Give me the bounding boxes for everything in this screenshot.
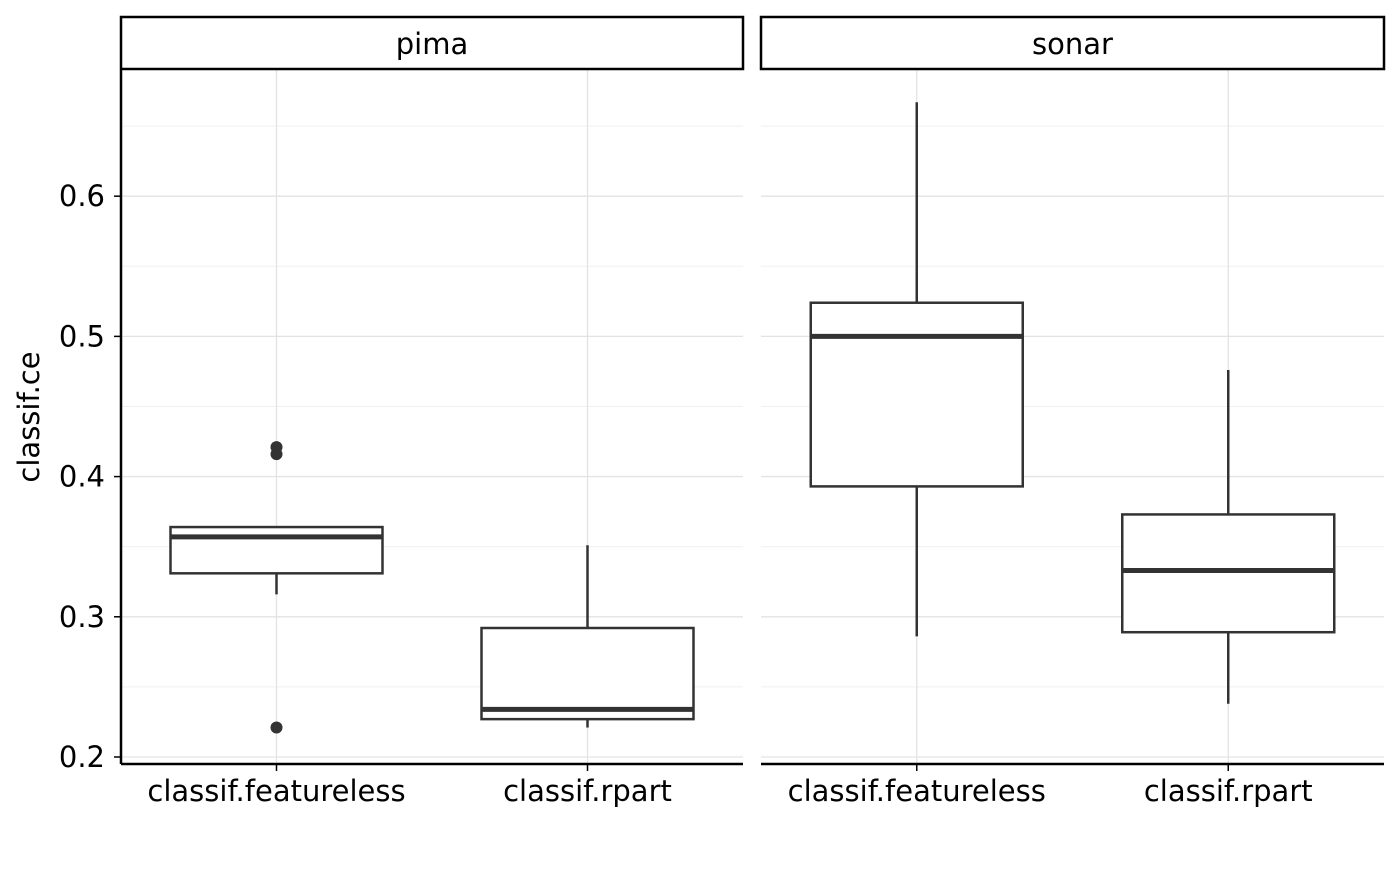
box-iqr	[809, 301, 1024, 488]
facet-strip	[119, 15, 745, 71]
box-iqr	[169, 525, 384, 575]
outlier-point	[270, 441, 283, 454]
y-tick-label: 0.5	[59, 319, 105, 353]
box-sonar-classif.featureless	[809, 102, 1024, 637]
y-tick-label: 0.6	[59, 179, 105, 213]
x-tick-label: classif.rpart	[503, 774, 672, 808]
axis-layer	[114, 15, 1386, 771]
box-iqr	[480, 626, 695, 721]
box-pima-classif.rpart	[480, 545, 695, 728]
facet-strip	[759, 15, 1386, 71]
outlier-point	[270, 721, 283, 734]
x-tick-label: classif.featureless	[788, 774, 1046, 808]
y-tick-label: 0.2	[59, 740, 105, 774]
x-tick-label: classif.rpart	[1144, 774, 1313, 808]
y-tick-label: 0.3	[59, 600, 105, 634]
y-tick-label: 0.4	[59, 460, 105, 494]
box-iqr	[1121, 513, 1336, 634]
box-pima-classif.featureless	[169, 441, 384, 734]
facet-strip-label: sonar	[1032, 27, 1113, 61]
mark-layer	[169, 102, 1336, 734]
grid-layer	[121, 70, 1384, 764]
y-axis-title: classif.ce	[12, 351, 46, 482]
label-layer: classif.ce 0.2 0.3 0.4 0.5 0.6 pima classif.fe…	[12, 27, 1313, 808]
x-tick-label: classif.featureless	[147, 774, 405, 808]
box-sonar-classif.rpart	[1121, 370, 1336, 704]
facet-strip-label: pima	[396, 27, 469, 61]
